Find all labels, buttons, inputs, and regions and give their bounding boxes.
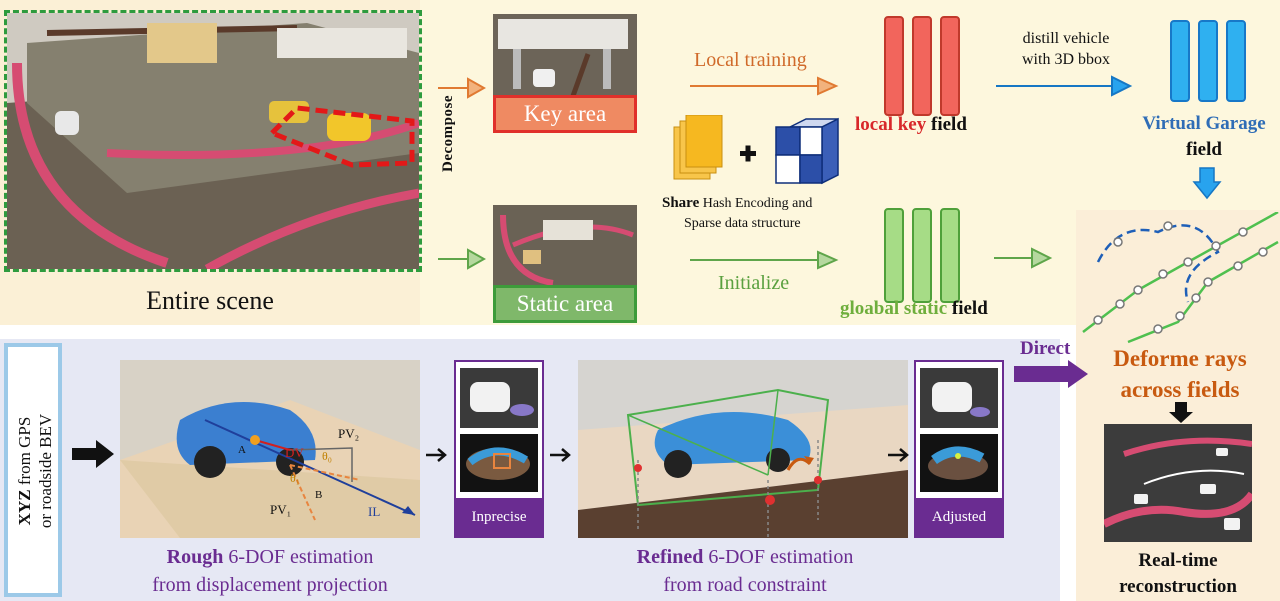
- imprecise-panel: Inprecise: [454, 360, 544, 538]
- distill-label: distill vehicle with 3D bbox: [1004, 28, 1128, 70]
- realtime-line2: reconstruction: [1119, 576, 1237, 597]
- adjusted-label: Adjusted: [931, 509, 987, 525]
- imprecise-label: Inprecise: [471, 509, 527, 525]
- adjusted-caption-box: [916, 498, 1002, 536]
- local-key-field-bar-2: [912, 16, 932, 116]
- svg-text:θ₀: θ₀: [322, 449, 332, 463]
- rough-line1: 6-DOF estimation: [223, 546, 374, 568]
- distill-line1: distill vehicle: [1022, 30, 1110, 47]
- imprecise-illustration: [460, 368, 538, 492]
- rough-bold: Rough: [166, 546, 224, 568]
- realtime-photo: [1104, 424, 1252, 542]
- virtual-garage-label: Virtual Garage field: [1126, 111, 1280, 163]
- virtual-garage-line2: field: [1186, 139, 1222, 160]
- refined-line2: from road constraint: [663, 574, 827, 596]
- share-bold: Share: [662, 195, 700, 211]
- local-key-field-part2: field: [926, 114, 967, 135]
- virtual-garage-line1: Virtual Garage: [1142, 113, 1266, 134]
- deform-rays-illustration: [1082, 212, 1279, 344]
- rough-illustration: A B DV PV₂ PV₁ IL θ₀ θ₁: [120, 400, 420, 538]
- entire-scene-illustration: [7, 13, 419, 269]
- svg-text:A: A: [238, 444, 246, 456]
- realtime-line1: Real-time: [1138, 550, 1218, 571]
- adjusted-illustration: [920, 368, 998, 492]
- key-area-photo: [493, 14, 637, 96]
- static-to-deform-arrow: [994, 247, 1053, 269]
- realtime-illustration: [1104, 424, 1252, 542]
- key-area-illustration: [493, 14, 637, 96]
- local-training-label: Local training: [694, 49, 807, 71]
- svg-text:PV₂: PV₂: [338, 426, 359, 441]
- svg-text:DV: DV: [285, 445, 304, 460]
- initialize-arrow: [690, 250, 839, 270]
- svg-text:IL: IL: [368, 504, 380, 519]
- static-area-illustration: [493, 205, 637, 285]
- arrow-imprecise-to-refined: [550, 448, 571, 462]
- refined-panel: [578, 360, 908, 538]
- xyz-line1: from GPS: [15, 416, 34, 490]
- distill-line2: with 3D bbox: [1022, 51, 1110, 68]
- global-static-field-part2: field: [947, 298, 988, 319]
- refined-line1: 6-DOF estimation: [703, 546, 854, 568]
- deform-down-arrow: [1169, 402, 1193, 423]
- global-static-field-part1: gloabal static: [840, 298, 948, 319]
- document-stack-icon: [673, 115, 723, 180]
- xyz-arrow: [72, 440, 114, 468]
- arrow-to-key-area: [438, 77, 486, 99]
- deform-line2: across fields: [1120, 377, 1240, 402]
- local-key-field-bar-3: [940, 16, 960, 116]
- refined-bold: Refined: [636, 546, 704, 568]
- xyz-bold: XYZ: [15, 489, 34, 526]
- refined-label: Refined 6-DOF estimation from road const…: [580, 543, 910, 599]
- deform-label: Deforme rays across fields: [1080, 343, 1280, 405]
- realtime-label: Real-time reconstruction: [1090, 548, 1266, 600]
- local-training-arrow: [690, 76, 839, 96]
- distill-arrow: [996, 75, 1133, 97]
- initialize-label: Initialize: [718, 272, 790, 294]
- xyz-line2: or roadside BEV: [36, 413, 55, 529]
- svg-text:B: B: [315, 489, 322, 501]
- local-key-field-part1: local key: [855, 114, 927, 135]
- virtual-garage-bar-2: [1198, 20, 1218, 102]
- imprecise-caption-box: [456, 498, 542, 536]
- share-text: Share Hash Encoding and Sparse data stru…: [662, 193, 812, 234]
- xyz-box: [4, 343, 62, 597]
- global-static-field-bar-3: [940, 208, 960, 303]
- local-key-field-bar-1: [884, 16, 904, 116]
- plus-icon: [740, 145, 756, 162]
- svg-text:θ₁: θ₁: [290, 471, 300, 485]
- arrow-to-static-area: [438, 248, 486, 270]
- rough-label: Rough 6-DOF estimation from displacement…: [120, 543, 420, 599]
- xyz-label: XYZ from GPS or roadside BEV: [14, 368, 56, 574]
- global-static-field-label: gloabal static field: [840, 298, 988, 320]
- arrow-rough-to-imprecise: [426, 448, 447, 462]
- key-area-label: Key area: [523, 101, 607, 126]
- entire-scene-photo: [4, 10, 422, 272]
- direct-arrow: [1014, 360, 1088, 388]
- arrow-refined-to-adjusted: [888, 448, 909, 462]
- virtual-garage-bar-3: [1226, 20, 1246, 102]
- decompose-arrows: [438, 77, 486, 270]
- refined-illustration: [578, 388, 908, 538]
- direct-label: Direct: [1020, 338, 1071, 359]
- static-area-label: Static area: [516, 291, 614, 316]
- rough-panel: A B DV PV₂ PV₁ IL θ₀ θ₁: [120, 360, 420, 538]
- share-icons: [673, 115, 839, 185]
- sparse-cube-icon: [775, 117, 839, 185]
- virtual-garage-bar-1: [1170, 20, 1190, 102]
- global-static-field-bar-2: [912, 208, 932, 303]
- global-static-field-bar-1: [884, 208, 904, 303]
- garage-down-arrow: [1192, 167, 1222, 200]
- deform-line1: Deforme rays: [1113, 346, 1247, 371]
- static-area-box: Static area: [493, 285, 637, 323]
- local-key-field-label: local key field: [855, 114, 967, 136]
- key-area-box: Key area: [493, 95, 637, 133]
- static-area-photo: [493, 205, 637, 285]
- share-line1: Hash Encoding and: [699, 196, 813, 211]
- entire-scene-label: Entire scene: [146, 286, 274, 315]
- rough-line2: from displacement projection: [152, 574, 388, 596]
- adjusted-panel: Adjusted: [914, 360, 1004, 538]
- svg-text:PV₁: PV₁: [270, 502, 291, 517]
- share-line2: Sparse data structure: [684, 216, 801, 231]
